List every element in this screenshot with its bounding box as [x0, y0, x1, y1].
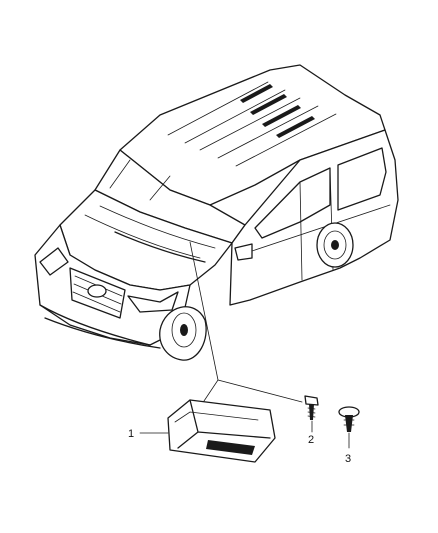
- callout-2-label: 2: [308, 434, 314, 446]
- push-pin-part: [338, 406, 360, 432]
- minivan-illustration: [34, 64, 399, 361]
- callout-1-label: 1: [128, 428, 134, 440]
- control-module-part: [167, 399, 276, 463]
- screw-part: [304, 395, 319, 420]
- callout-3-label: 3: [345, 453, 351, 465]
